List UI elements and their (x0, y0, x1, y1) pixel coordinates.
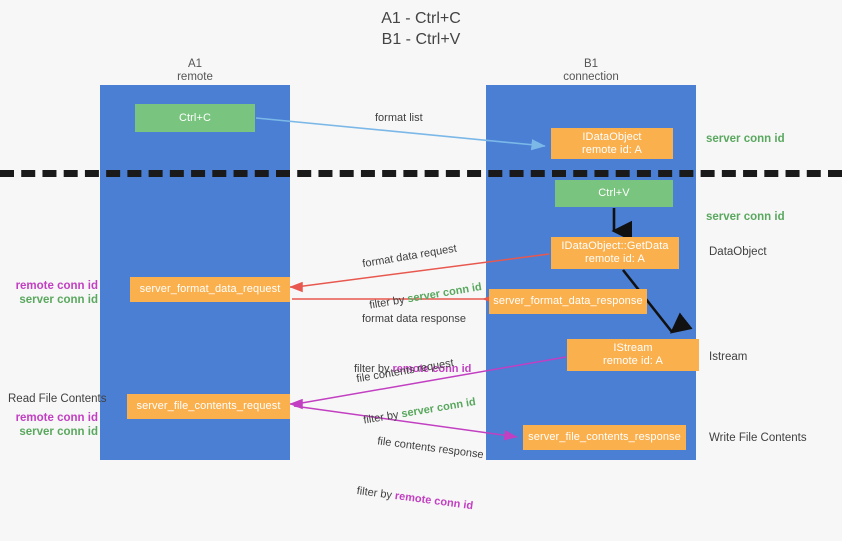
edge-label-format-data-request-line1: format data request (361, 242, 458, 271)
node-istream-line1: IStream (613, 342, 653, 354)
node-istream[interactable]: IStream remote id: A (567, 339, 699, 371)
column-header-b1: B1 connection (563, 58, 619, 83)
edge-label-format-list: format list (375, 112, 423, 124)
column-header-a1: A1 remote (177, 58, 213, 83)
node-ctrl-v-label: Ctrl+V (598, 187, 630, 199)
edge-label-file-contents-response-line1: file contents response (376, 435, 485, 462)
node-server-format-data-request[interactable]: server_format_data_request (130, 277, 290, 302)
node-server-file-contents-response[interactable]: server_file_contents_response (523, 425, 686, 450)
label-server-conn-id-b: server conn id (19, 426, 98, 438)
node-server-file-contents-request-label: server_file_contents_request (136, 400, 281, 412)
edge-label-file-contents-response-filter: filter by remote conn id (356, 484, 478, 514)
edge-label-format-data-response-line1: format data response (362, 313, 466, 325)
label-write-file-contents: Write File Contents (709, 432, 807, 444)
filter-value-remote-conn-id: remote conn id (394, 490, 474, 513)
node-ctrl-v[interactable]: Ctrl+V (555, 180, 673, 207)
node-server-file-contents-response-label: server_file_contents_response (528, 431, 681, 443)
label-remote-conn-id-b: remote conn id (15, 412, 98, 424)
node-server-file-contents-request[interactable]: server_file_contents_request (127, 394, 290, 419)
page-title: A1 - Ctrl+C B1 - Ctrl+V (381, 10, 461, 48)
edge-label-file-contents-response: file contents response filter by remote … (356, 407, 488, 541)
node-ctrl-c[interactable]: Ctrl+C (135, 104, 255, 132)
label-server-conn-id-mid: server conn id (706, 211, 785, 223)
label-istream: Istream (709, 351, 748, 363)
label-read-file-contents: Read File Contents (8, 393, 107, 405)
node-idataobject-line2: remote id: A (582, 143, 642, 156)
edge-label-format-data-response: format data response filter by remote co… (354, 284, 471, 404)
node-ctrl-c-label: Ctrl+C (178, 111, 212, 124)
label-server-conn-id-a: server conn id (19, 294, 98, 306)
node-istream-line2: remote id: A (603, 355, 663, 367)
label-remote-conn-id-a: remote conn id (15, 280, 98, 292)
filter-prefix: filter by (355, 485, 396, 502)
edge-label-format-data-response-filter: filter by remote conn id (354, 362, 471, 376)
node-idataobject-getdata[interactable]: IDataObject::GetData remote id: A (551, 237, 679, 269)
node-getdata-line1: IDataObject::GetData (561, 240, 669, 252)
node-server-format-data-request-label: server_format_data_request (139, 283, 281, 295)
diagram-canvas: A1 - Ctrl+C B1 - Ctrl+V A1 remote B1 con… (0, 10, 842, 512)
node-server-format-data-response-label: server_format_data_response (493, 295, 643, 307)
filter-value-remote-conn-id: remote conn id (392, 363, 472, 375)
node-server-format-data-response[interactable]: server_format_data_response (489, 289, 647, 314)
filter-prefix: filter by (354, 363, 393, 375)
label-dataobject: DataObject (709, 246, 767, 258)
node-idataobject-line1: IDataObject (582, 130, 642, 143)
node-idataobject[interactable]: IDataObject remote id: A (551, 128, 673, 159)
label-group-conn-ids-bottom: remote conn id server conn id (8, 411, 98, 439)
divider-dashed-line (0, 170, 842, 177)
edge-label-file-contents-request-line1: file contents request (355, 357, 455, 386)
label-group-conn-ids-top: remote conn id server conn id (8, 279, 98, 307)
label-server-conn-id-top: server conn id (706, 133, 785, 145)
node-getdata-line2: remote id: A (585, 253, 645, 265)
